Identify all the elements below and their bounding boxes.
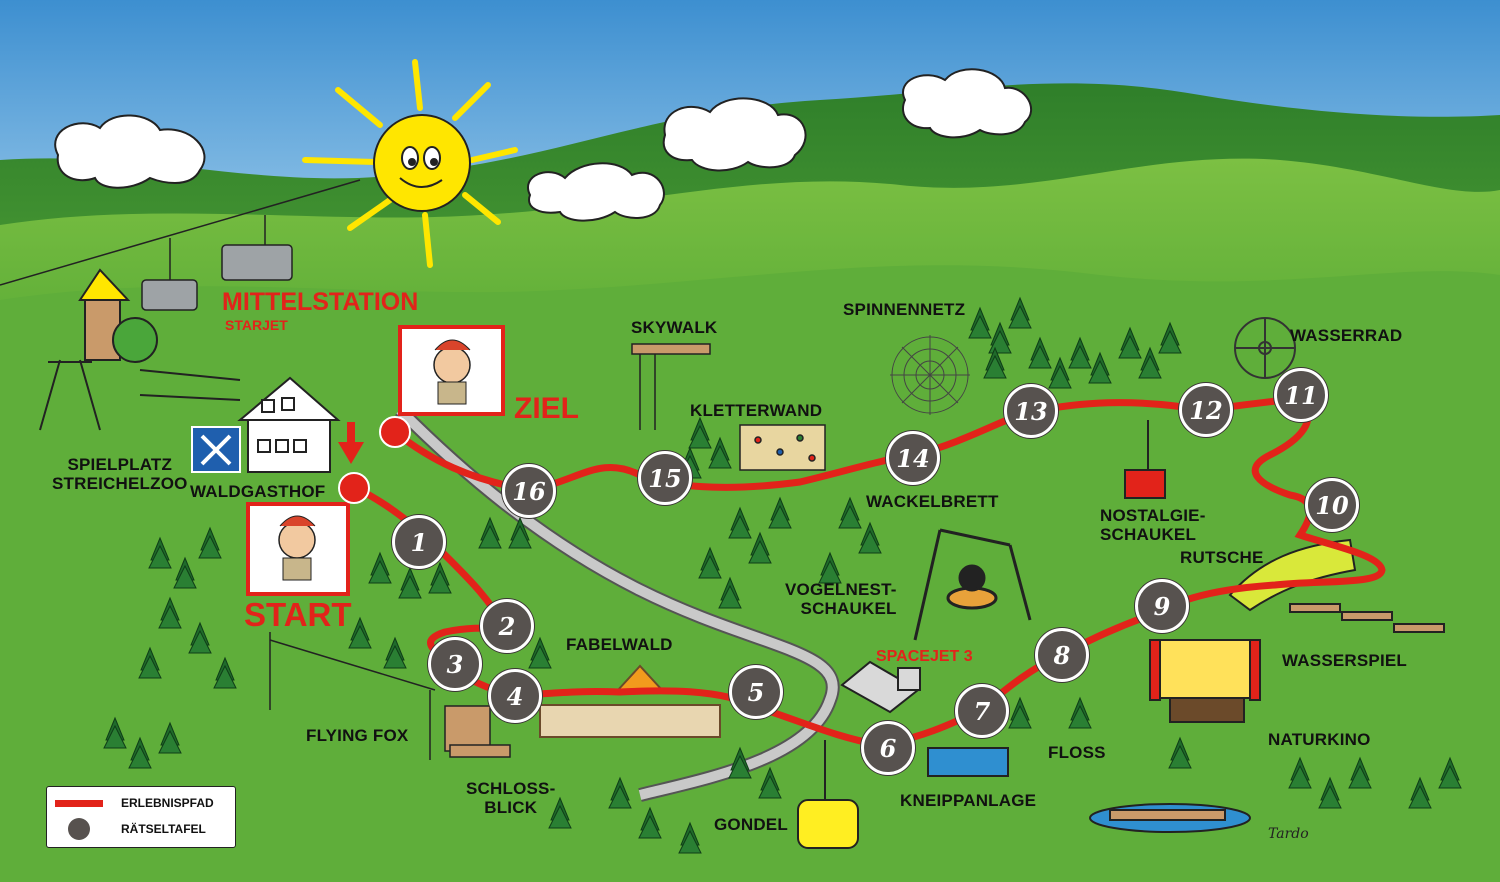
gondola-cabin	[797, 740, 859, 849]
spacejet-structure	[840, 660, 921, 714]
ziel-label: ZIEL	[514, 392, 579, 425]
marker-swatch	[68, 818, 90, 840]
waldgasthof-label: WALDGASTHOF	[190, 482, 326, 501]
ziel-marker	[379, 416, 411, 448]
start-label: START	[244, 596, 352, 633]
station-2[interactable]: 2	[480, 599, 534, 653]
slide-structure	[1228, 538, 1357, 612]
floss-label: FLOSS	[1048, 743, 1106, 762]
wasserrad-label: WASSERRAD	[1290, 326, 1403, 345]
path-swatch	[55, 799, 103, 807]
cloud	[54, 114, 206, 189]
spinnennetz-label: SPINNENNETZ	[843, 300, 966, 319]
rutsche-label: RUTSCHE	[1180, 548, 1264, 567]
vogelnest-label: VOGELNEST- SCHAUKEL	[785, 580, 897, 618]
nostalgie-label: NOSTALGIE- SCHAUKEL	[1100, 506, 1206, 544]
mittelstation-label: MITTELSTATION	[222, 288, 419, 316]
legend-path-label: ERLEBNISPFAD	[121, 796, 214, 810]
naturkino-label: NATURKINO	[1268, 730, 1371, 749]
station-3[interactable]: 3	[428, 637, 482, 691]
nostalgia-swing	[1124, 420, 1166, 499]
artist-signature: Tardo	[1268, 826, 1309, 842]
restaurant-icon	[191, 426, 241, 473]
waldgasthof-house	[237, 376, 341, 473]
lookout-bench	[444, 705, 511, 758]
ziel-sign	[398, 325, 505, 416]
raft-pond	[1089, 803, 1251, 833]
schlossblick-label: SCHLOSS- BLICK	[466, 779, 555, 817]
start-sign	[246, 502, 350, 596]
spielplatz-label: SPIELPLATZ STREICHELZOO	[52, 455, 188, 493]
station-9[interactable]: 9	[1135, 579, 1189, 633]
spielplatz-line-2: STREICHELZOO	[52, 474, 188, 493]
starjet-label: STARJET	[225, 317, 288, 333]
wackelbrett-label: WACKELBRETT	[866, 492, 999, 511]
legend-row-marker: RÄTSELTAFEL	[55, 818, 206, 840]
station-16[interactable]: 16	[502, 464, 556, 518]
station-11[interactable]: 11	[1274, 368, 1328, 422]
nostalgie-line-1: NOSTALGIE-	[1100, 506, 1206, 525]
vogelnest-line-2: SCHAUKEL	[800, 599, 897, 618]
kletterwand-label: KLETTERWAND	[690, 401, 823, 420]
spider-web	[890, 335, 970, 415]
station-5[interactable]: 5	[729, 665, 783, 719]
station-10[interactable]: 10	[1305, 478, 1359, 532]
meadow	[0, 265, 1500, 882]
fabelwald-label: FABELWALD	[566, 635, 673, 654]
cloud	[527, 162, 665, 222]
schlossblick-line-2: BLICK	[484, 798, 538, 817]
cloud	[902, 68, 1032, 139]
skywalk-structure	[631, 343, 711, 430]
schlossblick-line-1: SCHLOSS-	[466, 779, 556, 798]
kneipp-basin	[927, 747, 1009, 777]
station-4[interactable]: 4	[488, 669, 542, 723]
nostalgie-line-2: SCHAUKEL	[1100, 525, 1197, 544]
start-marker	[338, 472, 370, 504]
station-8[interactable]: 8	[1035, 628, 1089, 682]
chairlift	[0, 179, 361, 311]
skywalk-label: SKYWALK	[631, 318, 718, 337]
cloud	[662, 97, 807, 172]
flying-fox-line	[269, 632, 436, 760]
station-13[interactable]: 13	[1004, 384, 1058, 438]
station-1[interactable]: 1	[392, 515, 446, 569]
legend-marker-label: RÄTSELTAFEL	[121, 822, 206, 836]
legend-row-path: ERLEBNISPFAD	[55, 796, 214, 810]
vogelnest-line-1: VOGELNEST-	[785, 580, 897, 599]
gondel-label: GONDEL	[714, 815, 788, 834]
sun	[302, 59, 518, 268]
station-6[interactable]: 6	[861, 721, 915, 775]
station-7[interactable]: 7	[955, 684, 1009, 738]
trail-route	[352, 394, 1386, 749]
station-15[interactable]: 15	[638, 451, 692, 505]
station-12[interactable]: 12	[1179, 383, 1233, 437]
wasserspiel-label: WASSERSPIEL	[1282, 651, 1408, 670]
map-legend: ERLEBNISPFAD RÄTSELTAFEL	[46, 786, 236, 848]
water-play	[1289, 603, 1445, 633]
spacejet-label: SPACEJET 3	[876, 648, 973, 665]
spielplatz-line-1: SPIELPLATZ	[67, 455, 173, 474]
kneippanlage-label: KNEIPPANLAGE	[900, 791, 1037, 810]
playground	[39, 268, 241, 431]
climbing-wall	[739, 424, 826, 471]
station-14[interactable]: 14	[886, 431, 940, 485]
water-wheel	[1234, 317, 1296, 379]
arrow-down-icon	[338, 422, 364, 464]
nature-cinema	[1149, 639, 1261, 723]
bird-nest-swing	[913, 528, 1032, 641]
fable-forest-bridge	[539, 664, 721, 738]
flying-fox-label: FLYING FOX	[306, 726, 409, 745]
